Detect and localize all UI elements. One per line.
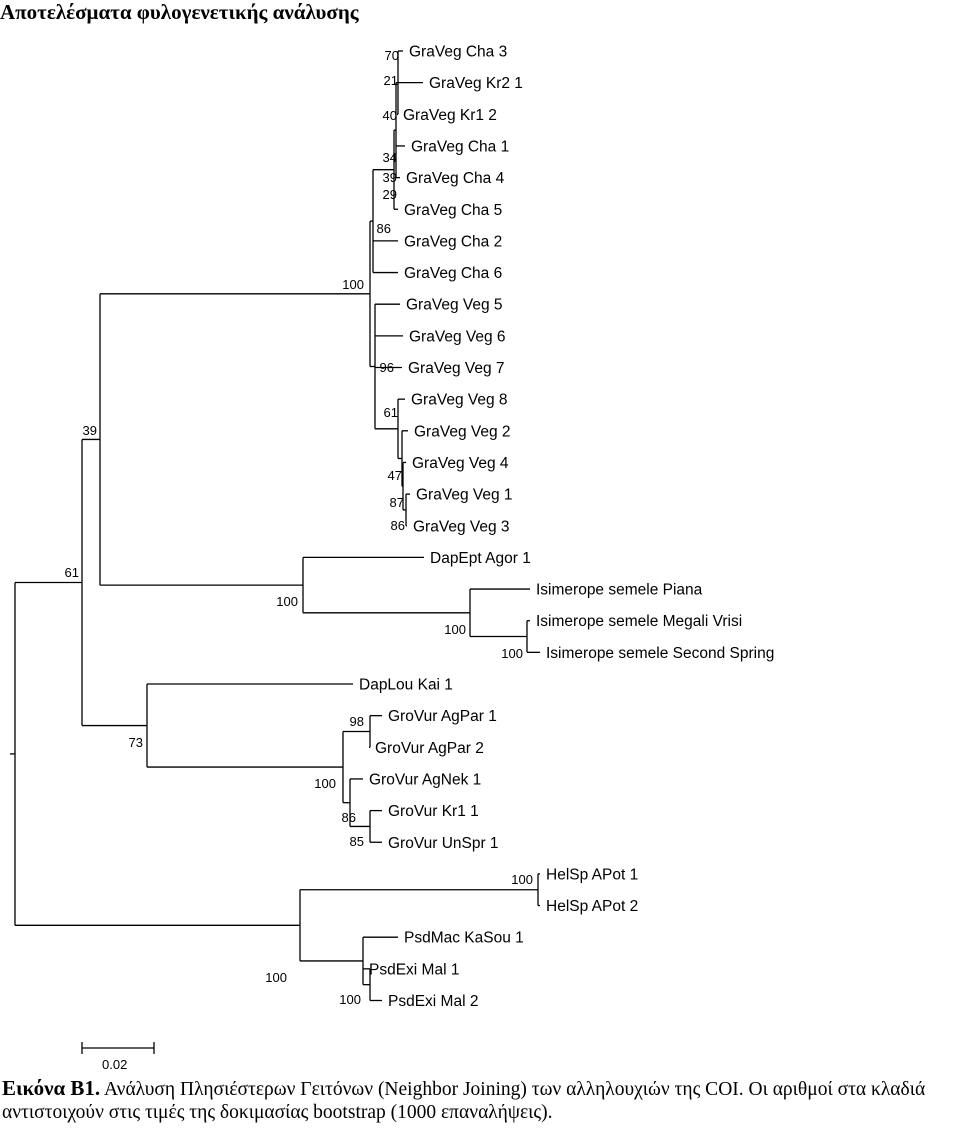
bootstrap-value: 100 xyxy=(314,776,336,791)
tip-label: Isimerope semele Piana xyxy=(536,582,703,599)
caption-text: Ανάλυση Πλησιέστερων Γειτόνων (Neighbor … xyxy=(2,1079,926,1123)
bootstrap-value: 100 xyxy=(342,277,364,292)
tip-label: GraVeg Cha 5 xyxy=(404,202,502,219)
tip-label: GraVeg Veg 5 xyxy=(406,297,503,314)
phylogenetic-tree: GraVeg Cha 3 GraVeg Kr2 1 GraVeg Kr1 2 GraV… xyxy=(10,44,774,1070)
page-title: Αποτελέσματα φυλογενετικής ανάλυσης xyxy=(0,0,359,24)
bootstrap-value: 100 xyxy=(276,594,298,609)
tip-label: GraVeg Cha 1 xyxy=(411,138,509,155)
bootstrap-value: 39 xyxy=(83,423,97,438)
tip-label: GraVeg Kr1 2 xyxy=(403,107,497,124)
bootstrap-value: 47 xyxy=(388,468,402,483)
bootstrap-value: 85 xyxy=(350,834,364,849)
bootstrap-value: 86 xyxy=(391,518,405,533)
tip-label: GroVur AgNek 1 xyxy=(369,771,481,788)
tip-label: GroVur UnSpr 1 xyxy=(388,835,499,852)
tip-label: PsdExi Mal 1 xyxy=(369,961,459,978)
tip-label: GraVeg Veg 3 xyxy=(413,518,510,535)
tip-label: GraVeg Veg 4 xyxy=(412,455,509,472)
tip-label: DapEpt Agor 1 xyxy=(430,550,531,567)
tip-label: GraVeg Veg 6 xyxy=(409,328,506,345)
bootstrap-value: 86 xyxy=(377,221,391,236)
tip-label: GraVeg Kr2 1 xyxy=(429,75,523,92)
tip-label: GroVur Kr1 1 xyxy=(388,803,479,820)
tip-label: GraVeg Cha 2 xyxy=(404,233,502,250)
bootstrap-value: 96 xyxy=(380,360,394,375)
bootstrap-value: 100 xyxy=(511,872,533,887)
tip-label: GraVeg Veg 8 xyxy=(411,392,508,409)
figure-caption: Εικόνα Β1. Ανάλυση Πλησιέστερων Γειτόνων… xyxy=(2,1077,960,1124)
bootstrap-value: 87 xyxy=(390,495,404,510)
bootstrap-value: 100 xyxy=(339,992,361,1007)
tip-label: Isimerope semele Megali Vrisi xyxy=(536,613,742,630)
bootstrap-value: 100 xyxy=(501,646,523,661)
tip-label: GraVeg Veg 2 xyxy=(414,423,511,440)
bootstrap-value: 39 xyxy=(383,170,397,185)
tip-label: PsdMac KaSou 1 xyxy=(404,930,524,947)
bootstrap-value: 98 xyxy=(350,714,364,729)
scale-bar-label: 0.02 xyxy=(102,1057,127,1070)
bootstrap-value: 100 xyxy=(444,622,466,637)
tip-label: GraVeg Cha 3 xyxy=(409,44,507,61)
bootstrap-value: 61 xyxy=(65,565,79,580)
tip-label: PsdExi Mal 2 xyxy=(388,993,478,1010)
tip-label: GroVur AgPar 2 xyxy=(375,740,484,757)
bootstrap-value: 86 xyxy=(342,810,356,825)
bootstrap-value: 61 xyxy=(384,405,398,420)
bootstrap-value: 73 xyxy=(129,735,143,750)
tip-label: HelSp APot 1 xyxy=(546,866,638,883)
tip-label: Isimerope semele Second Spring xyxy=(546,645,774,662)
caption-label: Εικόνα Β1. xyxy=(2,1076,101,1100)
bootstrap-value: 100 xyxy=(265,970,287,985)
tip-label: HelSp APot 2 xyxy=(546,898,638,915)
bootstrap-value: 70 xyxy=(385,48,399,63)
tip-label: GroVur AgPar 1 xyxy=(388,708,497,725)
tip-label: GraVeg Cha 6 xyxy=(404,265,502,282)
bootstrap-value: 21 xyxy=(384,73,398,88)
tip-label: DapLou Kai 1 xyxy=(359,677,453,694)
bootstrap-value: 40 xyxy=(383,108,397,123)
tip-label: GraVeg Veg 1 xyxy=(416,487,513,504)
bootstrap-value: 34 xyxy=(383,150,397,165)
bootstrap-value: 29 xyxy=(383,187,397,202)
tip-label: GraVeg Cha 4 xyxy=(406,170,505,187)
tip-label: GraVeg Veg 7 xyxy=(408,360,505,377)
